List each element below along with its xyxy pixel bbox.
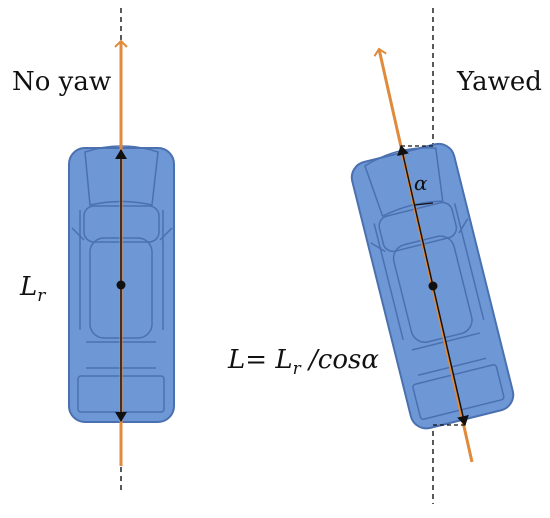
yaw-angle-arc	[414, 202, 434, 206]
formula-subscript: r	[293, 359, 302, 379]
formula-L: L	[274, 345, 292, 375]
right-length-arrow-up	[397, 145, 434, 287]
no-yaw-car-group	[68, 8, 175, 492]
left-center-point	[116, 280, 126, 290]
length-subscript: r	[37, 286, 46, 306]
no-yaw-label: No yaw	[12, 67, 111, 97]
formula-lhs: L=	[227, 345, 275, 375]
yawed-label: Yawed	[456, 67, 542, 97]
length-formula: L= Lr /cosα	[227, 345, 379, 379]
right-center-point	[428, 281, 438, 291]
yaw-angle-label: α	[414, 171, 428, 195]
right-length-arrow-down	[432, 285, 469, 426]
yawed-car-group	[350, 8, 515, 504]
length-symbol: L	[19, 272, 37, 302]
formula-rest: /cosα	[301, 345, 380, 375]
left-length-label: Lr	[19, 272, 46, 306]
